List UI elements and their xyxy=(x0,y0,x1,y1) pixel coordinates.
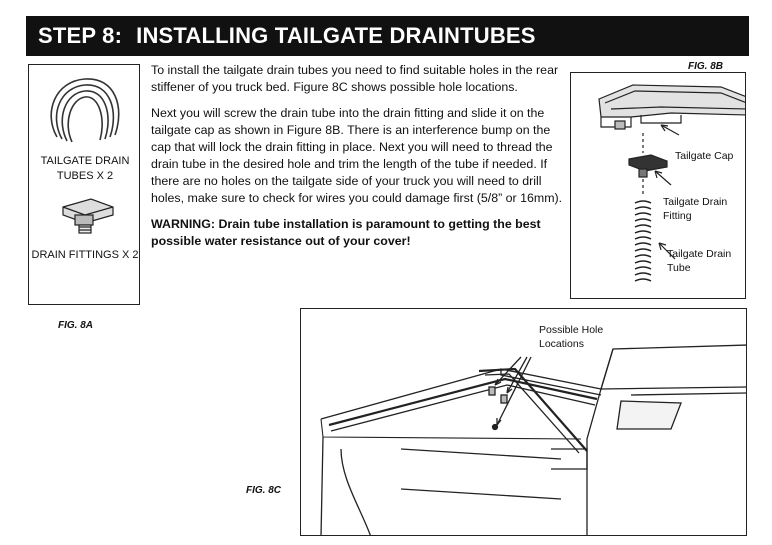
fig-8b-panel: Tailgate Cap Tailgate Drain Fitting Tail… xyxy=(570,72,746,299)
tailgate-drain-assembly-illustration xyxy=(598,84,745,282)
tubes-label: TAILGATE DRAIN TUBES X 2 xyxy=(40,155,130,182)
drain-tube-label: Tailgate Drain Tube xyxy=(667,248,732,274)
drain-fitting-icon xyxy=(62,198,114,234)
instructions-text: To install the tailgate drain tubes you … xyxy=(151,62,566,259)
step-title: INSTALLING TAILGATE DRAINTUBES xyxy=(136,23,536,48)
step-header: STEP 8: INSTALLING TAILGATE DRAINTUBES xyxy=(26,16,749,56)
fittings-label: DRAIN FITTINGS X 2 xyxy=(31,249,139,261)
step-number: STEP 8: xyxy=(38,23,123,48)
coiled-tube-icon xyxy=(50,78,120,143)
fig-8c-caption: FIG. 8C xyxy=(246,485,282,496)
instruction-paragraph-2: Next you will screw the drain tube into … xyxy=(151,106,563,205)
possible-hole-locations-label: Possible Hole Locations xyxy=(539,324,604,350)
warning-text: WARNING: Drain tube installation is para… xyxy=(151,217,541,248)
fig-8a-parts-panel: TAILGATE DRAIN TUBES X 2 DRAIN FITTINGS … xyxy=(28,64,140,305)
drain-fitting-label: Tailgate Drain Fitting xyxy=(663,196,728,222)
fig-8c-panel: Possible Hole Locations xyxy=(300,308,747,536)
instruction-paragraph-1: To install the tailgate drain tubes you … xyxy=(151,63,559,94)
fig-8b-caption: FIG. 8B xyxy=(688,61,724,72)
fig-8a-caption: FIG. 8A xyxy=(58,320,94,331)
tailgate-cap-label: Tailgate Cap xyxy=(675,150,734,162)
truck-bed-illustration xyxy=(320,344,746,535)
